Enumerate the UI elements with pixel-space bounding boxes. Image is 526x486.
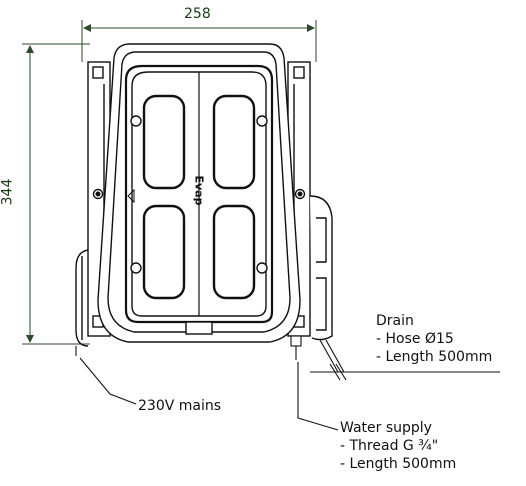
brand-logo: Evap [192,175,206,206]
water-supply-length: - Length 500mm [340,456,457,472]
mains-label: 230V mains [138,398,222,414]
height-dimension [22,43,90,345]
height-value: 344 [0,178,16,206]
drain-title: Drain [376,313,414,329]
drain-length: - Length 500mm [376,349,493,365]
water-supply-thread: - Thread G ¾" [340,438,439,454]
width-value: 258 [184,6,211,22]
water-supply-title: Water supply [340,420,432,436]
drain-hose: - Hose Ø15 [376,331,454,347]
leader-lines [75,335,500,431]
width-dimension [81,20,317,62]
unit-body [75,43,333,347]
